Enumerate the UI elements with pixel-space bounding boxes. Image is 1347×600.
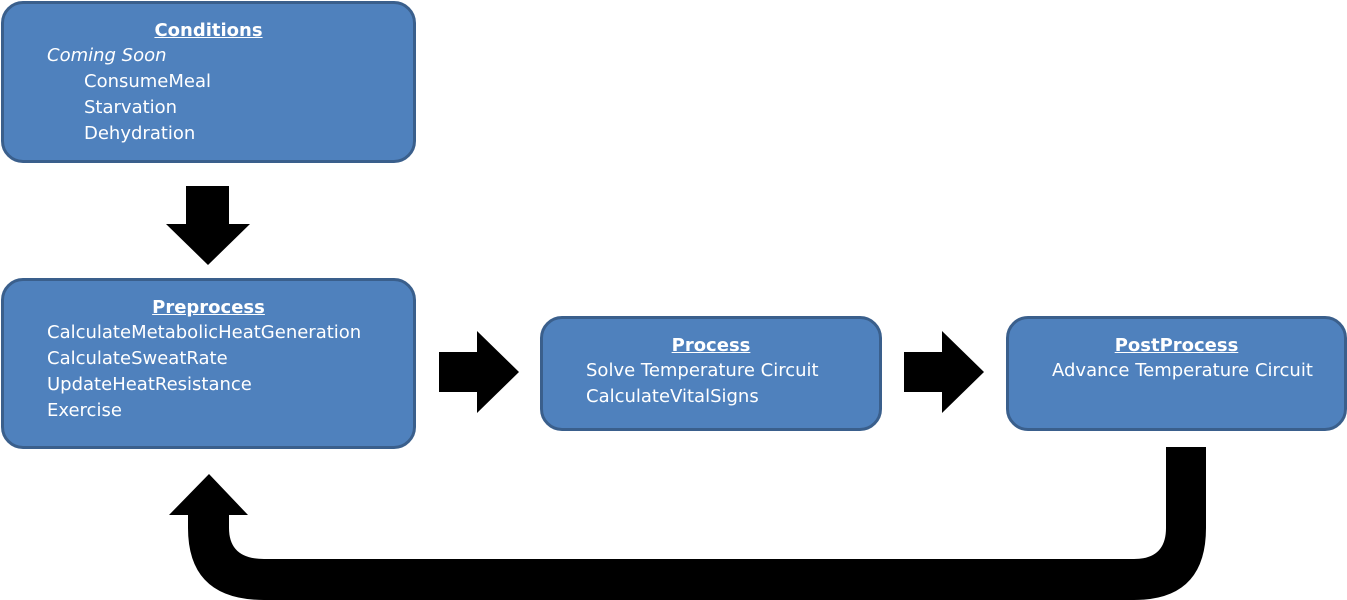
arrow-loop-back-to-preprocess <box>169 447 1206 600</box>
list-item: Advance Temperature Circuit <box>990 358 1344 384</box>
list-item: UpdateHeatResistance <box>4 372 413 398</box>
arrow-process-to-postprocess <box>904 331 984 413</box>
list-item: CalculateMetabolicHeatGeneration <box>4 320 413 346</box>
postprocess-box: PostProcess Advance Temperature Circuit <box>990 316 1347 431</box>
arrow-conditions-to-preprocess <box>166 186 250 265</box>
preprocess-title: Preprocess <box>152 297 265 318</box>
list-item: Exercise <box>4 398 413 424</box>
list-item: ConsumeMeal <box>4 69 413 95</box>
list-item: CalculateSweatRate <box>4 346 413 372</box>
list-item: Solve Temperature Circuit <box>524 358 879 384</box>
postprocess-title: PostProcess <box>1114 335 1239 356</box>
process-title: Process <box>671 335 751 356</box>
conditions-title: Conditions <box>154 20 263 41</box>
preprocess-box: Preprocess CalculateMetabolicHeatGenerat… <box>1 278 416 449</box>
list-item: Coming Soon <box>4 43 413 69</box>
conditions-box: Conditions Coming Soon ConsumeMeal Starv… <box>1 1 416 163</box>
list-item: Starvation <box>4 95 413 121</box>
list-item: CalculateVitalSigns <box>524 384 879 410</box>
preprocess-list: CalculateMetabolicHeatGeneration Calcula… <box>4 320 413 424</box>
postprocess-list: Advance Temperature Circuit <box>990 358 1344 384</box>
arrow-preprocess-to-process <box>439 331 519 413</box>
process-list: Solve Temperature Circuit CalculateVital… <box>524 358 879 410</box>
process-box: Process Solve Temperature Circuit Calcul… <box>524 316 882 431</box>
conditions-list: Coming Soon ConsumeMeal Starvation Dehyd… <box>4 43 413 147</box>
list-item: Dehydration <box>4 121 413 147</box>
